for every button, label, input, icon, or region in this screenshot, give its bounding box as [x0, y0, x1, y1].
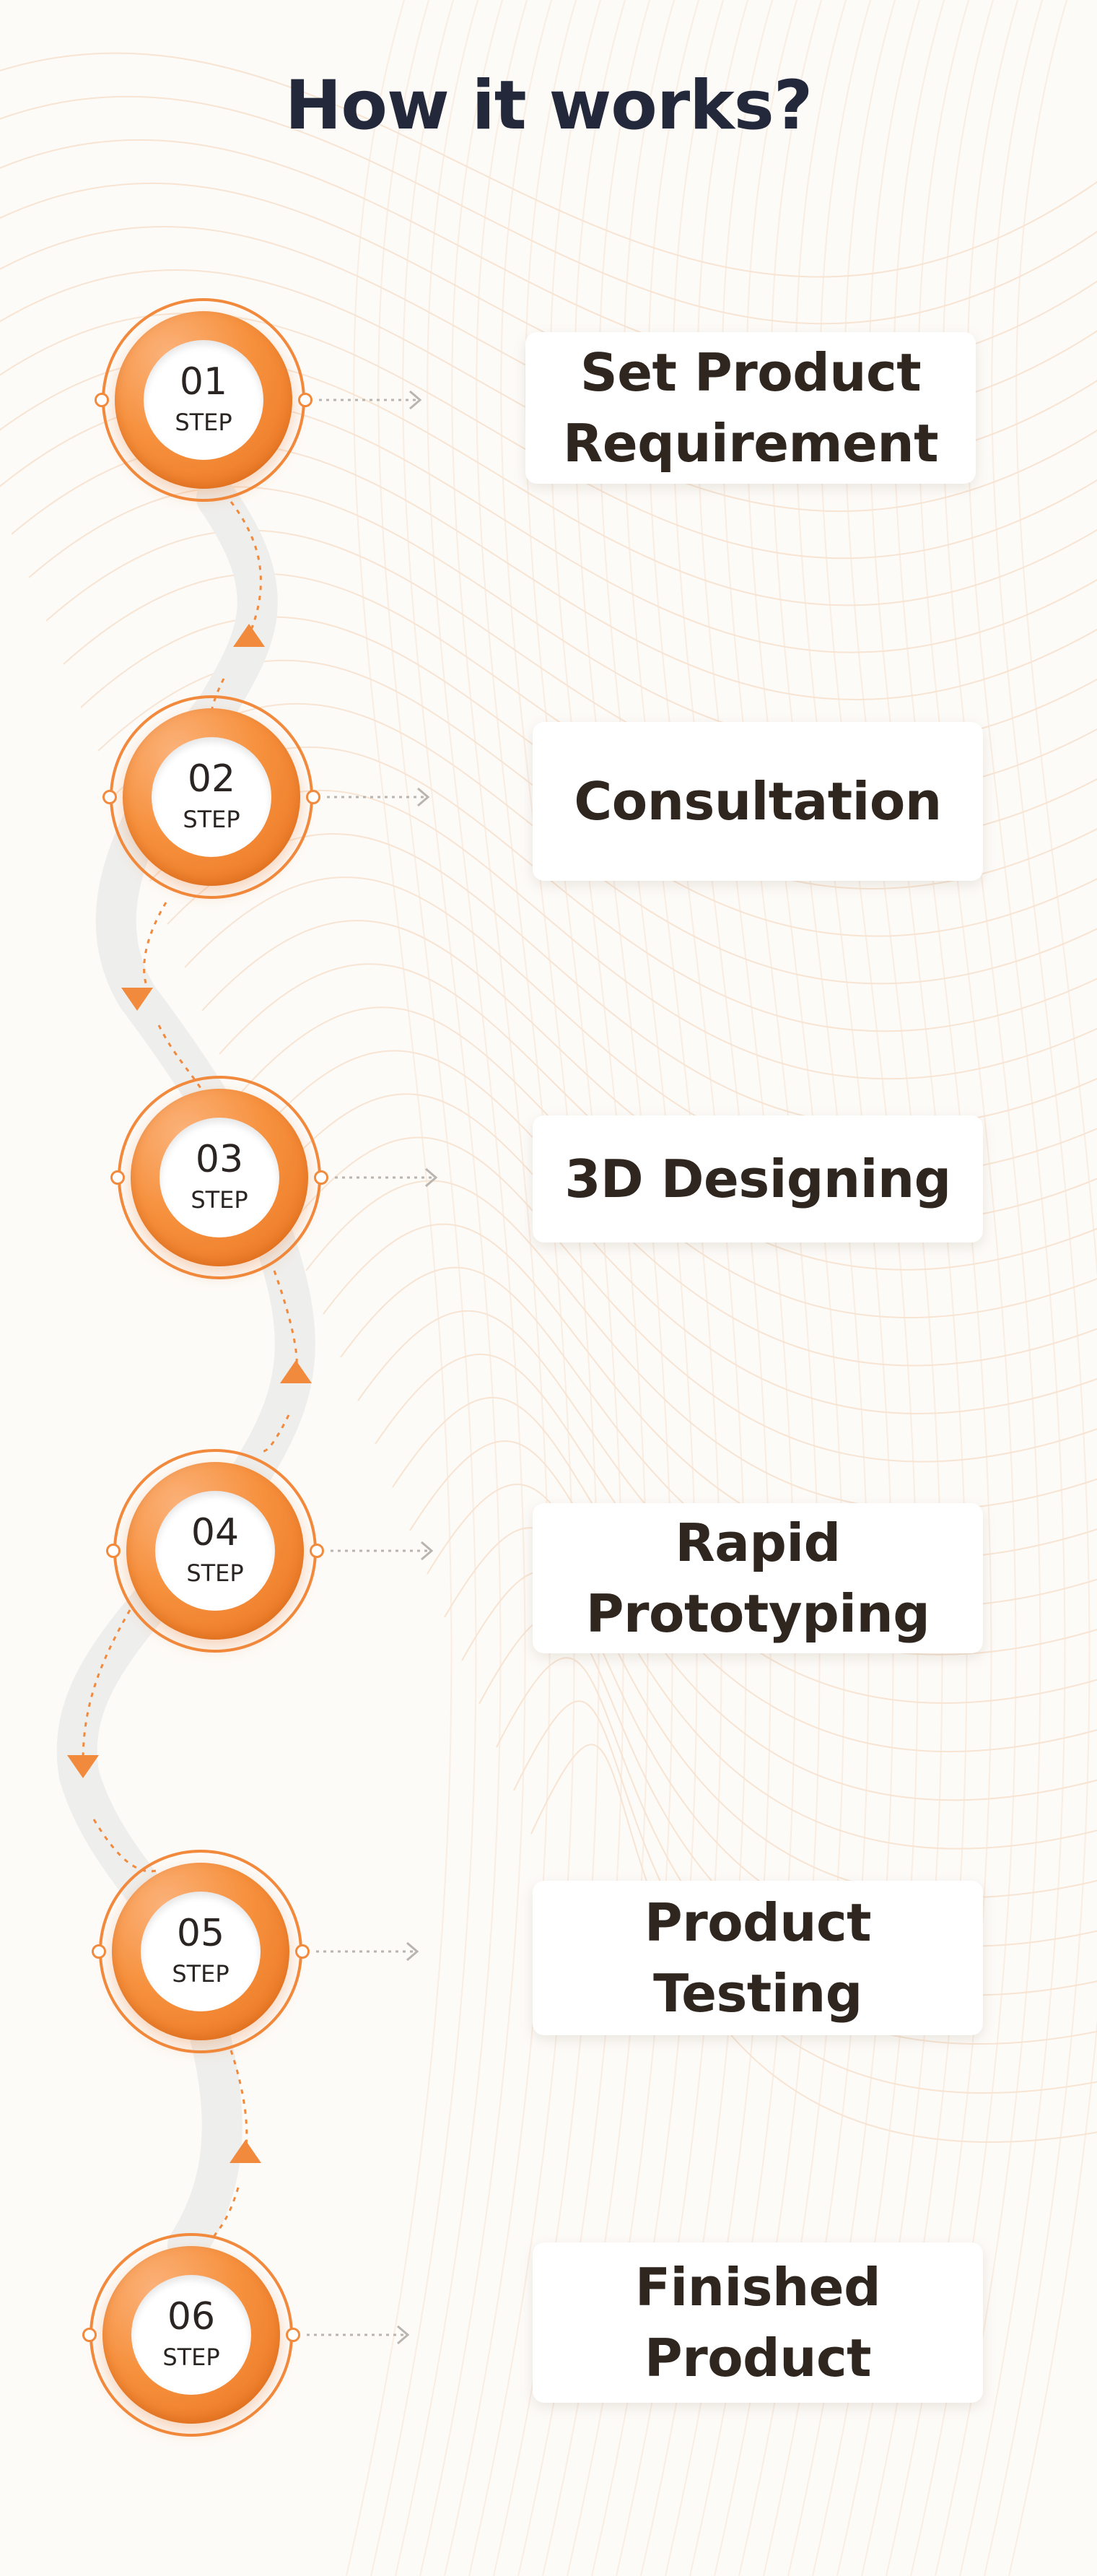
- step-label: Finished Product: [634, 2257, 881, 2388]
- dotted-arrow-head-icon: [397, 2325, 410, 2345]
- step-label: Set Product Requirement: [562, 342, 939, 474]
- dotted-path-segment: [263, 1414, 290, 1453]
- connector-dot-right: [295, 1944, 310, 1959]
- connector-dot-right: [298, 393, 313, 407]
- step-number: 03: [195, 1138, 244, 1181]
- step-card-2: Consultation: [533, 722, 983, 881]
- step-word: STEP: [162, 2344, 220, 2371]
- dotted-arrow-head-icon: [417, 787, 430, 807]
- connector-dot-left: [110, 1170, 125, 1185]
- connector-dot-left: [102, 790, 117, 804]
- dotted-arrow-head-icon: [425, 1167, 438, 1188]
- connector-dot-left: [95, 393, 109, 407]
- step-card-6: Finished Product: [533, 2242, 983, 2403]
- step-number: 04: [191, 1511, 240, 1554]
- connector-dot-left: [106, 1544, 121, 1558]
- step-number: 06: [167, 2295, 216, 2338]
- dotted-path-segment: [230, 501, 262, 636]
- dotted-arrow-right-icons: [307, 390, 438, 2345]
- connector-dot-right: [310, 1544, 324, 1558]
- step-number: 05: [176, 1912, 225, 1955]
- step-number: 01: [179, 360, 228, 404]
- step-label: 3D Designing: [564, 1149, 951, 1209]
- triangle-arrow-icons: [67, 624, 312, 2163]
- connector-dot-left: [92, 1944, 106, 1959]
- step-label: Rapid Prototyping: [585, 1513, 930, 1644]
- step-card-1: Set Product Requirement: [525, 332, 976, 484]
- dotted-arrow-head-icon: [421, 1541, 434, 1561]
- triangle-arrow-icon: [67, 1755, 99, 1778]
- step-word: STEP: [175, 409, 232, 436]
- dotted-arrow-head-icon: [409, 390, 422, 410]
- dotted-path-segment: [82, 1609, 131, 1762]
- step-card-5: Product Testing: [533, 1881, 983, 2035]
- triangle-arrow-icon: [280, 1360, 312, 1383]
- triangle-arrow-icon: [233, 624, 265, 647]
- step-word: STEP: [172, 1960, 230, 1988]
- connector-dot-left: [82, 2328, 97, 2342]
- connector-dot-right: [286, 2328, 300, 2342]
- dotted-arrow-head-icon: [406, 1941, 419, 1962]
- step-card-4: Rapid Prototyping: [533, 1503, 983, 1653]
- step-label: Consultation: [574, 771, 942, 832]
- dotted-path-segment: [157, 1024, 204, 1091]
- connector-dot-right: [306, 790, 320, 804]
- triangle-arrow-icon: [121, 988, 153, 1011]
- step-word: STEP: [191, 1186, 248, 1214]
- step-card-3: 3D Designing: [533, 1115, 983, 1243]
- step-word: STEP: [186, 1559, 244, 1587]
- step-label: Product Testing: [644, 1892, 872, 2024]
- dotted-path-segment: [143, 902, 167, 997]
- page-title: How it works?: [284, 66, 813, 145]
- connector-dot-right: [314, 1170, 328, 1185]
- step-word: STEP: [183, 806, 240, 833]
- triangle-arrow-icon: [230, 2140, 261, 2163]
- step-number: 02: [187, 757, 236, 801]
